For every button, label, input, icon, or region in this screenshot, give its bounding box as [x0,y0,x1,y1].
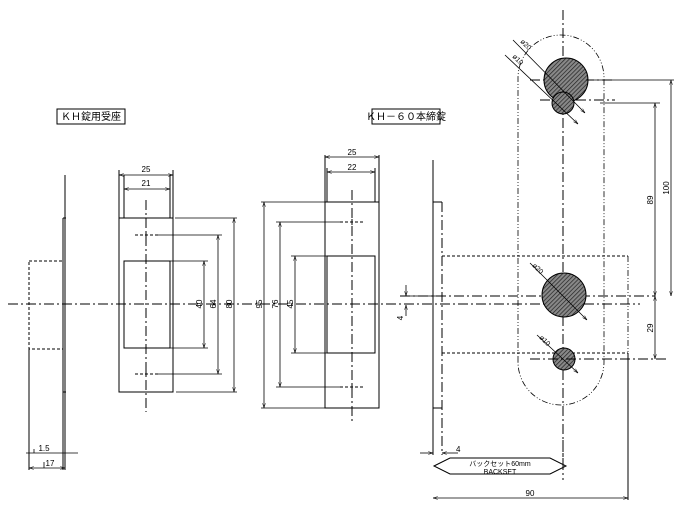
dim-center-distance-89: 89 [646,195,655,204]
dim-faceplate-inner-width: 22 [348,163,357,172]
kh-strike-title-box: ＫＨ錠用受座 [56,108,126,125]
dim-strike-opening-height: 40 [195,299,204,308]
dim-center-distance-100: 100 [662,181,671,195]
cylinder-hole-small-top [551,91,575,115]
backset-callout [432,457,568,475]
cylinder-hole-large-bottom [541,272,587,318]
dim-faceplate-opening-height: 45 [286,299,295,308]
kh60-body-title-box: ＫＨ－６０本締錠 [366,108,446,125]
dim-cylinder-dia-large-top: ø20 [519,38,533,52]
dim-faceplate-overall-height: 95 [255,299,264,308]
dim-faceplate-screw-pitch: 76 [271,299,280,308]
faceplate-front-view: 25 22 95 76 45 4 [255,148,440,424]
strike-front-view: 25 21 40 64 80 [118,165,237,412]
strike-side-view: 1.5 17 [26,175,78,470]
dim-strike-front-width: 25 [142,165,151,174]
kh60-body-title: ＫＨ－６０本締錠 [366,110,446,123]
lock-body-side-view: ø20 ø10 ø20 ø10 100 89 29 4 バックセット60mm B… [420,10,674,500]
dim-case-depth: 90 [526,489,535,498]
dim-strike-plate-thickness: 1.5 [38,444,50,453]
dim-center-distance-29: 29 [646,323,655,332]
backset-label-jp: バックセット60mm [469,460,531,468]
kh-strike-title: ＫＨ錠用受座 [61,110,121,123]
backset-label-en: BACKSET [484,469,517,476]
dim-faceplate-thickness: 4 [456,445,461,454]
dim-cylinder-dia-small-top: ø10 [511,53,525,67]
escutcheon-outline [517,34,605,406]
dim-strike-overall-height: 80 [225,299,234,308]
dim-strike-depth: 17 [46,459,55,468]
dim-strike-screw-pitch: 64 [209,299,218,308]
dim-faceplate-width: 25 [348,148,357,157]
dim-strike-inner-width: 21 [142,179,151,188]
dim-bolt-offset: 4 [396,315,405,320]
dim-cylinder-dia-large-bottom: ø20 [531,262,545,276]
